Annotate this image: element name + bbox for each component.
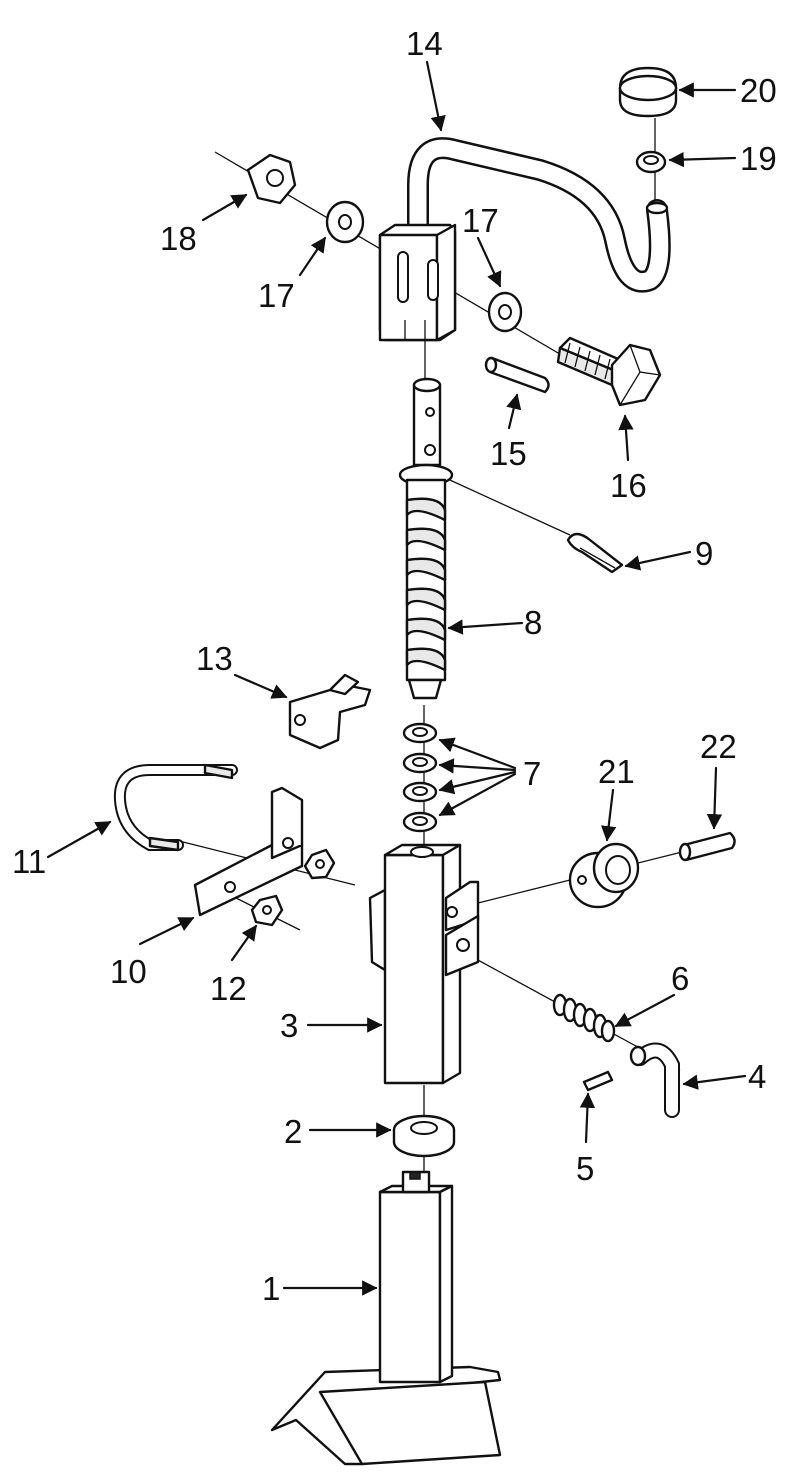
callout-16: 16 bbox=[610, 467, 647, 504]
callout-4: 4 bbox=[748, 1058, 766, 1095]
callout-3: 3 bbox=[280, 1007, 298, 1044]
part-11-u-bolt bbox=[113, 763, 238, 852]
part-1-jack-base bbox=[270, 1170, 502, 1466]
part-7-washer-stack bbox=[402, 722, 438, 833]
part-21-collar bbox=[568, 842, 640, 909]
part-19-ring bbox=[635, 150, 667, 174]
callout-17-left: 17 bbox=[258, 277, 295, 314]
part-22-pin bbox=[678, 831, 736, 862]
part-4-handle-pin bbox=[629, 1042, 680, 1118]
callout-19: 19 bbox=[740, 140, 777, 177]
part-10-mounting-plate bbox=[193, 786, 304, 917]
part-14-crank-handle bbox=[378, 137, 671, 342]
callout-2: 2 bbox=[284, 1113, 302, 1150]
callout-7: 7 bbox=[523, 755, 541, 792]
part-12-nut bbox=[250, 848, 336, 927]
part-15-pin bbox=[484, 356, 550, 394]
part-9-cotter-pin bbox=[566, 532, 624, 574]
part-2-washer bbox=[392, 1114, 456, 1158]
callout-18: 18 bbox=[160, 220, 197, 257]
callout-12: 12 bbox=[210, 970, 247, 1007]
part-3-outer-tube bbox=[368, 843, 480, 1085]
callout-21: 21 bbox=[598, 753, 635, 790]
callout-13: 13 bbox=[196, 640, 233, 677]
part-6-spring bbox=[552, 993, 616, 1043]
callout-1: 1 bbox=[262, 1270, 280, 1307]
part-13-clip bbox=[288, 673, 372, 750]
callout-11: 11 bbox=[12, 843, 46, 880]
part-16-hex-bolt bbox=[556, 336, 662, 407]
callout-20: 20 bbox=[740, 72, 777, 109]
callout-6: 6 bbox=[671, 960, 689, 997]
callout-5: 5 bbox=[576, 1150, 594, 1187]
callout-15: 15 bbox=[490, 435, 527, 472]
leader-arrows bbox=[46, 60, 747, 1296]
callout-8: 8 bbox=[524, 604, 542, 641]
part-18-hex-nut bbox=[246, 153, 297, 205]
callout-10: 10 bbox=[110, 953, 147, 990]
part-20-cap bbox=[618, 66, 678, 118]
callout-22: 22 bbox=[700, 728, 737, 765]
callout-17-right: 17 bbox=[462, 202, 499, 239]
part-17-washer bbox=[325, 200, 523, 333]
part-5-roll-pin bbox=[582, 1070, 614, 1092]
part-8-screw-shaft bbox=[398, 377, 454, 700]
callout-labels: 1 2 3 4 5 6 7 8 9 10 11 12 13 14 15 16 1… bbox=[12, 25, 777, 1307]
callout-14: 14 bbox=[406, 25, 443, 62]
callout-9: 9 bbox=[695, 535, 713, 572]
